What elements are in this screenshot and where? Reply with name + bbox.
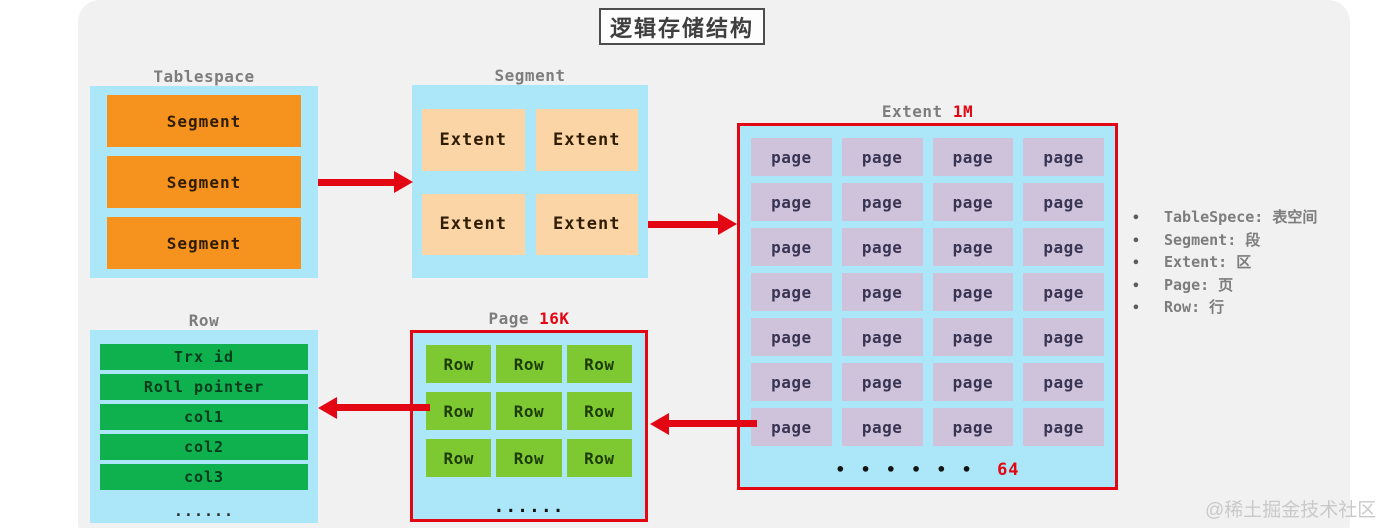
legend-item: • Extent: 区	[1132, 252, 1317, 275]
extent-ellipsis-dots: • • • • • •	[835, 460, 975, 479]
arrow-tablespace-to-segment-head	[394, 171, 413, 193]
row-label: Row	[188, 311, 220, 330]
legend-bullet-icon: •	[1132, 256, 1140, 271]
page-cell: page	[1023, 228, 1104, 266]
legend-item-text: TableSpece: 表空间	[1164, 208, 1318, 226]
row-cell: Row	[496, 345, 562, 383]
page-cell: page	[932, 408, 1014, 446]
legend-bullet-icon: •	[1132, 211, 1140, 226]
extent-cell: Extent	[422, 193, 525, 255]
segment-bar: Segment	[107, 217, 301, 269]
row-cell: Row	[426, 439, 492, 477]
page-cell: page	[751, 228, 832, 266]
page-cell: page	[1023, 273, 1104, 311]
page-cell: page	[932, 273, 1014, 311]
page-cell: page	[751, 138, 832, 176]
legend-item-text: Row: 行	[1164, 298, 1225, 316]
page-cell: page	[751, 363, 832, 401]
tablespace-label: Tablespace	[153, 67, 255, 86]
row-cell: Row	[566, 392, 632, 430]
page-cell: page	[932, 228, 1014, 266]
row-field-bar: Trx id	[100, 344, 308, 370]
legend-item: • TableSpece: 表空间	[1132, 207, 1317, 230]
page-cell: page	[1023, 408, 1104, 446]
page-cell: page	[751, 183, 832, 221]
row-ellipsis: ......	[173, 502, 235, 520]
arrow-extent-to-page-head	[650, 413, 669, 435]
page-cell: page	[932, 183, 1014, 221]
page-cell: page	[841, 363, 923, 401]
row-cell: Row	[426, 345, 492, 383]
page-cell: page	[841, 408, 923, 446]
arrow-extent-to-page-line	[669, 420, 757, 427]
legend-list: • TableSpece: 表空间 • Segment: 段 • Extent: 区 • Pa…	[1132, 207, 1317, 320]
extent-cell: Extent	[535, 109, 638, 171]
arrow-tablespace-to-segment-line	[318, 179, 394, 186]
page-title-text: 逻辑存储结构	[609, 15, 754, 41]
extent-ellipsis: • • • • • • 64	[740, 460, 1115, 480]
row-box: Trx id Roll pointer col1 col2 col3......	[90, 330, 318, 523]
page-cell: page	[841, 138, 923, 176]
page-label-text: Page	[488, 309, 529, 328]
segment-label: Segment	[494, 66, 566, 85]
legend-item-text: Segment: 段	[1164, 230, 1261, 249]
page-cell: page	[932, 138, 1014, 176]
page-cell: page	[751, 408, 832, 446]
page-title: 逻辑存储结构	[599, 8, 765, 45]
legend-item: • Page: 页	[1132, 275, 1317, 298]
page-cell: page	[1023, 363, 1104, 401]
row-cell: Row	[566, 345, 632, 383]
page-cell: page	[841, 228, 923, 266]
page-cell: page	[841, 273, 923, 311]
row-cell: Row	[496, 392, 562, 430]
extent-page-count: 64	[997, 460, 1020, 480]
row-field-bar: Roll pointer	[100, 374, 308, 400]
page-cell: page	[841, 318, 923, 356]
legend-bullet-icon: •	[1132, 301, 1140, 316]
arrow-segment-to-extent-line	[648, 221, 718, 228]
watermark: @稀土掘金技术社区	[1205, 500, 1377, 521]
page-cell: page	[751, 273, 832, 311]
legend-item-text: Page: 页	[1164, 275, 1234, 294]
extent-label-text: Extent	[881, 102, 943, 121]
page-cell: page	[841, 183, 923, 221]
segment-bar: Segment	[107, 156, 301, 208]
segment-bar: Segment	[107, 95, 301, 147]
page-cell: page	[1023, 138, 1104, 176]
row-field-bar: col2	[100, 434, 308, 460]
page-ellipsis: ......	[493, 496, 565, 517]
legend-bullet-icon: •	[1132, 278, 1140, 294]
arrow-segment-to-extent-head	[718, 213, 737, 235]
extent-cell: Extent	[422, 109, 525, 171]
legend-bullet-icon: •	[1132, 233, 1140, 249]
arrow-page-to-row-line	[337, 404, 430, 411]
extent-cell: Extent	[535, 193, 638, 255]
page-cell: page	[932, 318, 1014, 356]
page-size-label: 16K	[539, 309, 570, 328]
page-label: Page 16K	[410, 309, 648, 328]
row-cell: Row	[566, 439, 632, 477]
page-cell: page	[1023, 318, 1104, 356]
legend-item: • Segment: 段	[1132, 230, 1317, 253]
row-cell: Row	[496, 439, 562, 477]
legend-item: • Row: 行	[1132, 297, 1317, 320]
legend-item-text: Extent: 区	[1164, 253, 1252, 271]
row-field-bar: col3	[100, 464, 308, 490]
arrow-page-to-row-head	[318, 397, 337, 419]
extent-size-label: 1M	[952, 102, 974, 121]
extent-label: Extent 1M	[737, 102, 1118, 121]
page-cell: page	[1023, 183, 1104, 221]
page-cell: page	[751, 318, 832, 356]
row-cell: Row	[426, 392, 492, 430]
page-cell: page	[932, 363, 1014, 401]
row-field-bar: col1	[100, 404, 308, 430]
